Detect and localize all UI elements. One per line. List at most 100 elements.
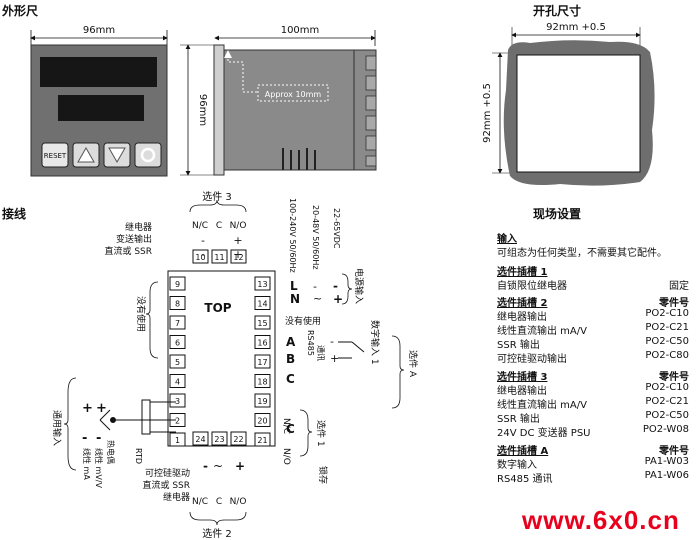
opt1-c: C bbox=[286, 422, 295, 436]
opt3-nc: N/C bbox=[192, 221, 208, 231]
down-button[interactable] bbox=[103, 142, 131, 168]
terminal-13 bbox=[254, 276, 271, 291]
terminal-9 bbox=[169, 276, 186, 291]
terminal-number-5: 5 bbox=[175, 358, 180, 367]
part-description: 24V DC 变送器 PSU bbox=[497, 428, 591, 439]
latch-label: 锁存 bbox=[317, 466, 329, 484]
mv-label: 线性 mV/V bbox=[94, 448, 104, 489]
option-2-label: 选件 2 bbox=[202, 527, 232, 540]
cycle-button[interactable] bbox=[134, 142, 162, 168]
refresh-icon bbox=[140, 147, 156, 163]
down-arrow-icon bbox=[108, 147, 126, 164]
title-field-setup: 现场设置 bbox=[533, 207, 582, 221]
power-N: N bbox=[290, 292, 300, 306]
top-label: TOP bbox=[204, 301, 231, 315]
part-number: PA1-W03 bbox=[644, 456, 689, 467]
option-3-label: 选件 3 bbox=[202, 190, 232, 203]
terminal-3 bbox=[169, 393, 186, 408]
terminal-19 bbox=[254, 393, 271, 408]
svg-text:+: + bbox=[330, 352, 339, 365]
up-arrow-icon bbox=[77, 146, 95, 163]
part-number: PO2-C21 bbox=[645, 322, 689, 333]
comm-label: 通讯 bbox=[316, 345, 326, 361]
terminal-number-12: 12 bbox=[233, 253, 243, 262]
part-number: PO2-C80 bbox=[645, 350, 689, 361]
voltage-20-48: 20-48V 50/60Hz bbox=[311, 205, 320, 270]
part-number: PO2-W08 bbox=[642, 424, 689, 435]
terminal-number-9: 9 bbox=[175, 280, 180, 289]
part-number: PO2-C10 bbox=[645, 382, 689, 393]
part-row: SSR 输出 PO2-C50 bbox=[497, 410, 689, 425]
terminal-number-14: 14 bbox=[257, 300, 267, 309]
rs485-C: C bbox=[286, 372, 295, 386]
terminal-number-16: 16 bbox=[257, 339, 267, 348]
terminal-number-10: 10 bbox=[195, 253, 205, 262]
svg-text:+: + bbox=[333, 292, 343, 306]
terminal-24 bbox=[192, 431, 209, 446]
rs485-label: RS485 bbox=[306, 330, 315, 356]
dim-100-width: 100mm bbox=[281, 25, 320, 36]
slot1-heading: 选件插槽 1 bbox=[497, 267, 548, 278]
terminal-17 bbox=[254, 354, 271, 369]
up-button[interactable] bbox=[72, 142, 100, 168]
part-description: SSR 输出 bbox=[497, 414, 540, 425]
terminal-18 bbox=[254, 374, 271, 388]
terminal-number-19: 19 bbox=[257, 397, 267, 406]
cutout-width: 92mm +0.5 bbox=[546, 22, 606, 33]
option-1-label: 选件 1 bbox=[315, 420, 327, 447]
terminal-number-6: 6 bbox=[175, 339, 180, 348]
side-view: 100mm 96mm Approx 10mm bbox=[180, 25, 377, 176]
terminal-16 bbox=[254, 335, 271, 349]
part-description: SSR 输出 bbox=[497, 340, 540, 351]
opt2-relay: 继电器 bbox=[163, 491, 190, 503]
svg-text:-: - bbox=[203, 459, 208, 473]
opt2-dcssr: 直流或 SSR bbox=[142, 479, 190, 491]
terminal-number-13: 13 bbox=[257, 280, 267, 289]
terminal-number-1: 1 bbox=[175, 436, 180, 445]
reset-button[interactable]: RESET bbox=[41, 142, 69, 168]
terminal-number-24: 24 bbox=[195, 435, 205, 444]
opt3-dcssr: 直流或 SSR bbox=[104, 245, 152, 257]
svg-text:+: + bbox=[235, 459, 245, 473]
panel-cutout: 92mm +0.5 92mm +0.5 bbox=[482, 22, 655, 186]
svg-text:~: ~ bbox=[313, 292, 322, 305]
part-number: PO2-C21 bbox=[645, 396, 689, 407]
terminal-12 bbox=[230, 249, 247, 264]
opt3-relay: 继电器 bbox=[125, 221, 152, 233]
voltage-22-65: 22-65VDC bbox=[332, 208, 341, 249]
general-input-label: 通用输入 bbox=[51, 410, 63, 446]
part-number: PO2-C50 bbox=[645, 410, 689, 421]
svg-text:-: - bbox=[201, 248, 205, 261]
opt3-c: C bbox=[216, 221, 222, 231]
terminal-number-3: 3 bbox=[175, 397, 180, 406]
rtd-label: RTD bbox=[134, 448, 143, 464]
display-upper bbox=[40, 57, 157, 87]
dim-96-width: 96mm bbox=[83, 25, 115, 36]
terminal-10 bbox=[192, 249, 209, 264]
part-number: PO2-C50 bbox=[645, 336, 689, 347]
opt2-c: C bbox=[216, 497, 222, 507]
watermark: www.6x0.cn bbox=[522, 505, 680, 535]
part-description: RS485 通讯 bbox=[497, 474, 553, 485]
display-lower bbox=[58, 95, 144, 121]
terminal-number-20: 20 bbox=[257, 417, 267, 426]
terminal-11 bbox=[211, 249, 228, 264]
terminal-number-21: 21 bbox=[257, 436, 267, 445]
terminal-5 bbox=[169, 354, 186, 369]
opt1-no: N/O bbox=[281, 448, 291, 465]
part-description: 数字输入 bbox=[497, 460, 537, 471]
opt1-nc: N/C bbox=[281, 418, 291, 434]
terminal-number-17: 17 bbox=[257, 358, 267, 367]
svg-text:-: - bbox=[96, 431, 101, 446]
part-row: 24V DC 变送器 PSU PO2-W08 bbox=[497, 424, 689, 439]
svg-text:+: + bbox=[96, 401, 107, 416]
terminal-8 bbox=[169, 296, 186, 310]
svg-text:-: - bbox=[333, 279, 338, 293]
ma-label: 线性 mA bbox=[82, 448, 92, 480]
terminal-20 bbox=[254, 413, 271, 427]
